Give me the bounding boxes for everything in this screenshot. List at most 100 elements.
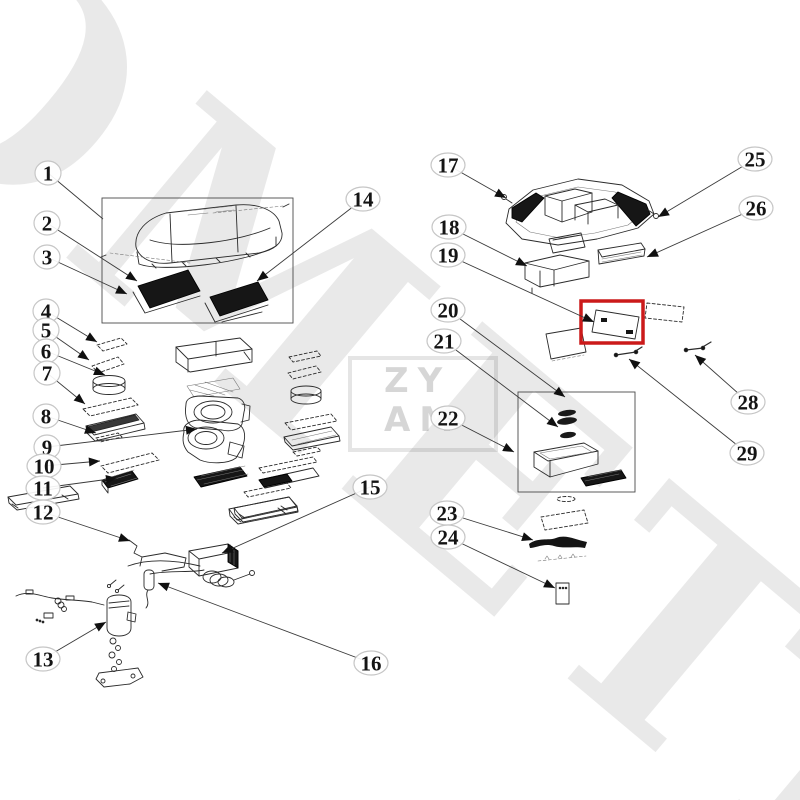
callout-number-11: 11 [33,477,53,501]
callout-number-25: 25 [745,148,766,172]
leader-line-15 [221,486,371,554]
left-exploded-view-art [7,203,341,688]
callout-circle-16 [353,650,389,676]
callout-number-20: 20 [438,299,459,323]
callout-number-23: 23 [437,502,458,526]
callout-number-19: 19 [438,244,459,268]
arrowhead-19 [582,313,594,322]
callout-number-12: 12 [33,501,54,525]
leader-line-24 [447,536,556,589]
callout-circle-12 [25,499,61,525]
callout-circle-28 [730,389,766,415]
arrowhead-14 [257,270,269,281]
right-column-parts-art [233,350,341,523]
callout-number-21: 21 [434,330,455,354]
arrowhead-10 [88,457,100,467]
leader-lines-layer [42,158,757,664]
arrowhead-22 [502,443,514,452]
arrowhead-2 [125,271,137,281]
callout-circle-21 [426,328,462,354]
arrowhead-23 [521,532,533,541]
highlight-layer [579,299,645,345]
leader-line-29 [628,358,748,454]
arrowhead-15 [222,544,234,553]
callout-number-17: 17 [438,154,459,178]
arrowhead-12 [118,533,130,542]
right-kit-box [517,391,636,493]
arrowhead-13 [94,622,106,632]
callout-number-29: 29 [737,442,758,466]
callout-circle-17 [430,152,466,178]
callout-number-18: 18 [439,216,460,240]
callout-number-9: 9 [42,436,53,460]
arrowhead-28 [695,355,707,366]
leader-line-19 [447,254,595,323]
leader-line-25 [657,158,756,218]
callout-circle-15 [352,474,388,500]
callout-number-4: 4 [41,300,52,324]
callout-number-16: 16 [361,652,382,676]
callout-circle-22 [430,405,466,431]
arrowhead-25 [658,207,670,217]
callout-circle-14 [345,186,381,212]
leader-line-20 [447,309,566,398]
callout-circle-29 [729,440,765,466]
arrowhead-3 [115,285,127,294]
control-board-area-art [545,302,685,362]
outlet-housing-art [524,254,590,294]
arrowhead-9 [185,425,197,435]
callout-circle-26 [738,195,774,221]
arrowhead-5 [77,350,89,360]
right-exploded-view-art [501,178,712,605]
callout-number-6: 6 [41,340,52,364]
callout-circle-19 [430,242,466,268]
callout-number-24: 24 [438,526,460,550]
callout-number-7: 7 [42,362,53,386]
callout-circle-18 [431,214,467,240]
callout-number-28: 28 [738,391,759,415]
left-kit-box [101,197,294,324]
arrowhead-8 [84,425,96,434]
arrowhead-24 [543,579,555,588]
callout-circle-3 [33,244,61,270]
drain-pan-kit-art [533,409,627,502]
callout-number-13: 13 [33,648,54,672]
callout-number-22: 22 [438,407,459,431]
gasket-area-art [529,509,589,605]
middle-column-parts-art [175,337,299,525]
callout-number-5: 5 [41,319,52,343]
leader-line-21 [443,340,559,428]
callout-number-14: 14 [353,188,375,212]
callout-circle-13 [25,646,61,672]
arrowhead-21 [546,416,558,427]
arrowhead-6 [93,366,105,375]
callout-number-26: 26 [746,197,767,221]
callout-bubbles-layer: 1234567891011121314151617181920212223242… [25,146,774,676]
top-cover-art [100,203,290,269]
callout-circle-7 [33,360,61,386]
leader-line-26 [646,207,757,258]
callout-circle-24 [430,524,466,550]
callout-number-8: 8 [41,405,52,429]
left-column-parts-art [7,337,160,511]
callout-number-1: 1 [43,162,54,186]
arrowhead-29 [629,359,641,370]
arrowhead-26 [647,248,659,257]
air-filters-art [132,269,269,323]
side-grille-art [597,242,646,265]
callout-circle-8 [32,403,60,429]
callout-number-2: 2 [42,212,53,236]
leader-line-3 [46,256,128,295]
leader-line-2 [46,222,138,282]
arrowhead-11 [105,475,117,484]
callout-number-10: 10 [34,455,55,479]
arrowhead-20 [553,386,565,397]
leader-line-16 [157,582,372,664]
callout-circle-20 [430,297,466,323]
callout-circle-2 [33,210,61,236]
callout-number-3: 3 [42,246,53,270]
arrowhead-18 [515,257,527,266]
base-pan-art [501,178,659,254]
